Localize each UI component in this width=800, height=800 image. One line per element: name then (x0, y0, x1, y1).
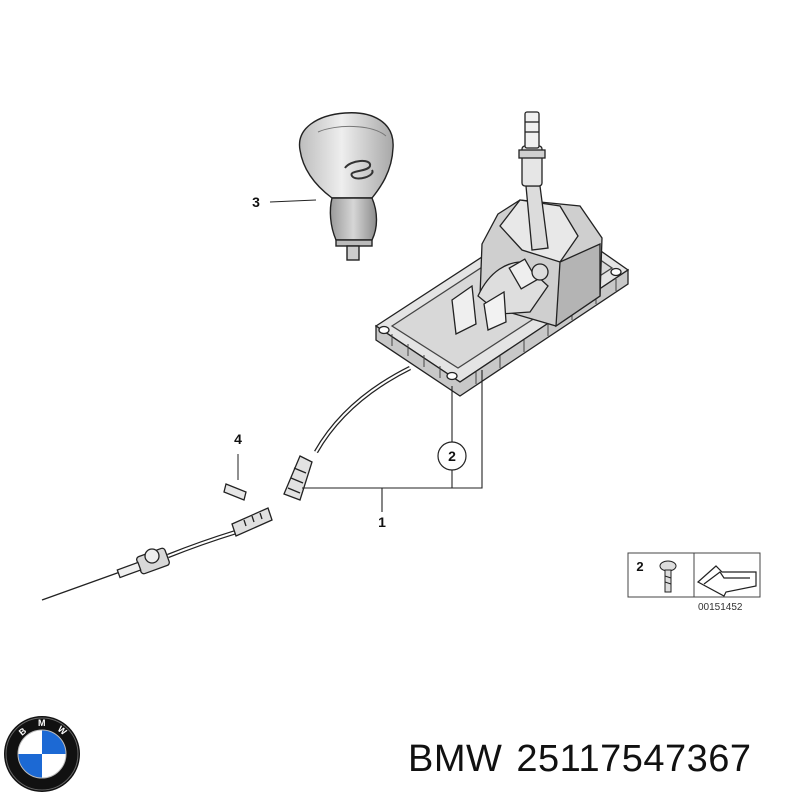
bmw-logo: B M W (4, 716, 80, 792)
callout-4: 4 (234, 431, 242, 447)
callout-1: 1 (378, 514, 386, 530)
leader-lines (269, 199, 483, 512)
shift-cable (41, 365, 412, 601)
callout-2: 2 (448, 448, 456, 464)
svg-text:M: M (38, 718, 46, 728)
part-number: 25117547367 (516, 738, 752, 780)
gear-knob (298, 112, 394, 261)
part-label: BMW 25117547367 (408, 738, 752, 794)
cable-sleeve (231, 507, 273, 537)
retaining-clip (223, 454, 247, 501)
svg-text:B: B (17, 725, 29, 737)
cable-end-upper (283, 455, 313, 501)
legend-box: 2 (627, 552, 761, 598)
legend-number: 2 (636, 559, 643, 574)
legend-part-code: 00151452 (698, 602, 743, 613)
shifter-assembly (374, 111, 630, 397)
arrow-icon (696, 565, 757, 597)
callout-3: 3 (252, 194, 260, 210)
brand-name: BMW (408, 738, 503, 780)
cable-adjuster (116, 547, 170, 579)
callout-2-circle (437, 441, 467, 471)
screw-icon (659, 560, 677, 593)
